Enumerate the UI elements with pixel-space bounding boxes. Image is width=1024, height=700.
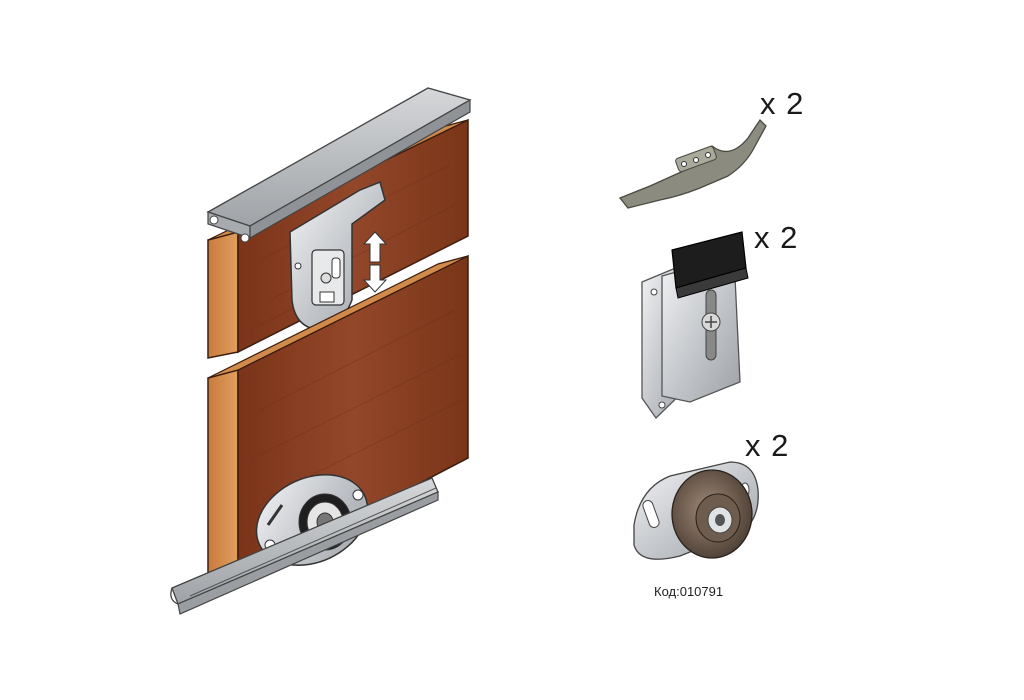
bottom-roller-quantity: x 2 bbox=[745, 428, 790, 463]
top-hanger-installed bbox=[289, 180, 388, 353]
bottom-rail bbox=[170, 477, 439, 615]
guide-bracket-quantity: x 2 bbox=[760, 86, 805, 121]
top-rail bbox=[206, 87, 472, 243]
product-code: Код:010791 bbox=[654, 584, 724, 599]
top-hanger-quantity: x 2 bbox=[754, 220, 799, 255]
